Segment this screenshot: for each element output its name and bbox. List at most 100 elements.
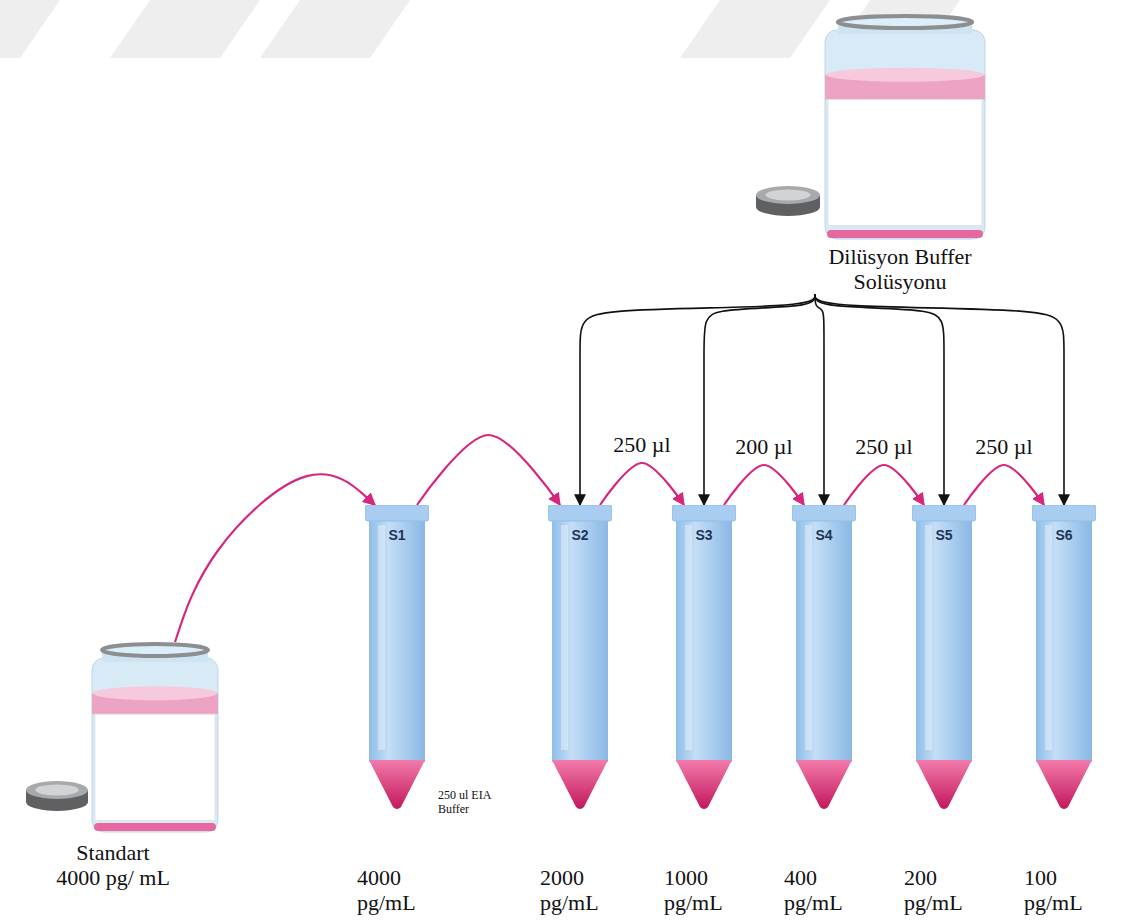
buffer-arrow — [815, 294, 944, 505]
buffer-arrow — [815, 294, 824, 505]
bottle-glass — [92, 658, 218, 832]
tube-drawing — [672, 505, 736, 809]
transfer-arrow — [844, 465, 924, 505]
bottle-outline — [15, 640, 235, 840]
test-tube: S5200 pg/mL — [912, 505, 976, 810]
bottle-rim — [102, 644, 208, 656]
bottle-label: Standart 4000 pg/ mL — [53, 840, 173, 890]
liquid-surface — [93, 686, 217, 700]
bottle-drawing — [92, 644, 218, 832]
transfer-arrow — [417, 435, 560, 505]
cap-inner — [35, 785, 78, 796]
tube-liquid — [796, 760, 852, 809]
watermark-band — [110, 0, 260, 58]
tube-rim — [548, 505, 612, 521]
bottle-base — [94, 823, 216, 831]
test-tube: S6100 pg/mL — [1032, 505, 1096, 810]
tube-drawing — [1032, 505, 1096, 809]
volume-label: 200 µl — [732, 435, 795, 459]
concentration-label: 2000 pg/mL — [540, 865, 620, 915]
concentration-label: 100 pg/mL — [1024, 865, 1104, 915]
liquid-surface — [826, 68, 984, 82]
test-tube: S4400 pg/mL — [792, 505, 856, 810]
bottle-label: Dilüsyon Buffer Solüsyonu — [813, 244, 988, 294]
tube-body — [1036, 517, 1092, 762]
tube-liquid — [916, 760, 972, 809]
tube-id: S3 — [672, 527, 736, 543]
tube-rim — [792, 505, 856, 521]
bottle-glass — [825, 30, 985, 239]
volume-label: 250 µl — [852, 435, 915, 459]
note-label: 250 ul EIA Buffer — [438, 788, 494, 816]
tube-highlight — [925, 525, 932, 750]
tube-outline — [792, 505, 856, 814]
tube-drawing — [365, 505, 429, 809]
cap-top — [26, 781, 88, 799]
concentration-label: 1000 pg/mL — [664, 865, 744, 915]
tube-highlight — [685, 525, 692, 750]
tube-outline — [365, 505, 429, 814]
watermark — [0, 0, 960, 58]
tube-outline — [548, 505, 612, 814]
test-tube: S14000 pg/mL — [365, 505, 429, 810]
tube-highlight — [805, 525, 812, 750]
tube-highlight — [561, 525, 568, 750]
concentration-label: 400 pg/mL — [784, 865, 864, 915]
bottle-label-area — [828, 100, 982, 226]
tube-body — [676, 517, 732, 762]
tube-id: S4 — [792, 527, 856, 543]
tube-highlight — [378, 525, 385, 750]
test-tube: S22000 pg/mL — [548, 505, 612, 810]
loose-cap — [26, 781, 88, 811]
bottle-outline — [740, 12, 1060, 244]
tube-id: S2 — [548, 527, 612, 543]
concentration-label: 200 pg/mL — [904, 865, 984, 915]
volume-label: 250 µl — [610, 433, 673, 457]
tube-rim — [912, 505, 976, 521]
cap-top — [756, 186, 820, 204]
reagent-bottle: Standart 4000 pg/ mL — [15, 640, 235, 890]
buffer-arrow — [580, 294, 815, 505]
reagent-bottle: Dilüsyon Buffer Solüsyonu — [740, 12, 1060, 294]
transfer-arrow — [724, 465, 804, 505]
bottle-rim — [838, 16, 972, 28]
tube-body — [796, 517, 852, 762]
tube-drawing — [548, 505, 612, 809]
bottle-label-area — [95, 714, 215, 820]
bottle-base — [827, 230, 983, 238]
watermark-band — [680, 0, 830, 58]
loose-cap — [756, 186, 820, 216]
tube-drawing — [792, 505, 856, 809]
transfer-arrow — [175, 474, 375, 642]
tube-body — [369, 517, 425, 762]
buffer-arrow — [815, 294, 1064, 505]
tube-outline — [912, 505, 976, 814]
tube-rim — [672, 505, 736, 521]
watermark-band — [0, 0, 60, 58]
tube-outline — [672, 505, 736, 814]
bottle-drawing — [825, 16, 985, 239]
watermark-band — [260, 0, 410, 58]
tube-outline — [1032, 505, 1096, 814]
transfer-arrow — [964, 465, 1044, 505]
tube-body — [552, 517, 608, 762]
tube-body — [916, 517, 972, 762]
transfer-arrow — [600, 463, 684, 505]
tube-rim — [365, 505, 429, 521]
concentration-label: 4000 pg/mL — [357, 865, 437, 915]
buffer-arrow — [704, 294, 815, 505]
test-tube: S31000 pg/mL — [672, 505, 736, 810]
tube-liquid — [369, 760, 425, 809]
tube-id: S5 — [912, 527, 976, 543]
volume-label: 250 µl — [972, 435, 1035, 459]
tube-id: S6 — [1032, 527, 1096, 543]
tube-liquid — [676, 760, 732, 809]
tube-id: S1 — [365, 527, 429, 543]
tube-highlight — [1045, 525, 1052, 750]
tube-liquid — [1036, 760, 1092, 809]
tube-drawing — [912, 505, 976, 809]
tube-rim — [1032, 505, 1096, 521]
tube-liquid — [552, 760, 608, 809]
